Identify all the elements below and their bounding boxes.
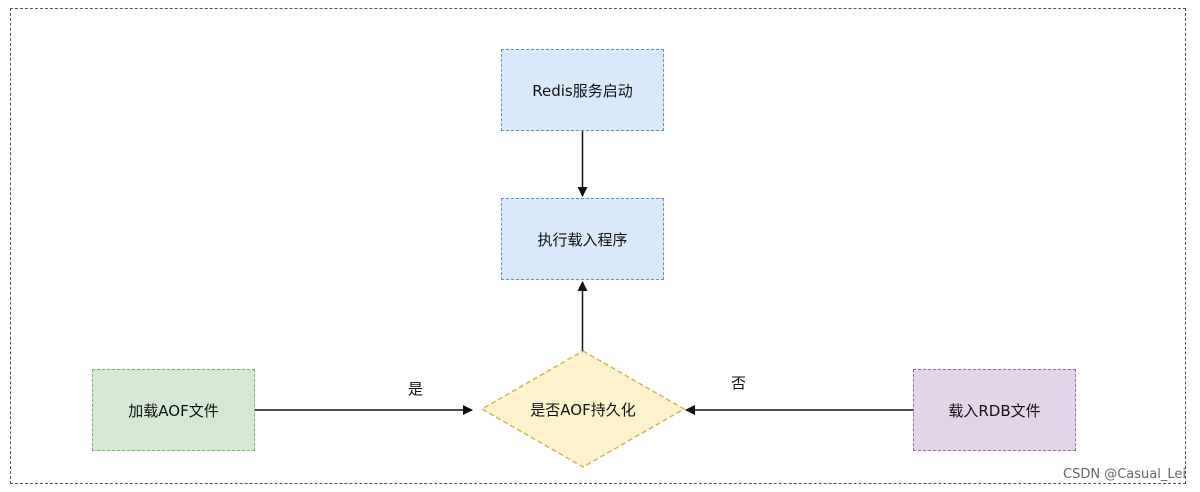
node-load-aof-file-label: 加载AOF文件 <box>128 401 219 420</box>
node-load-rdb-file: 载入RDB文件 <box>913 369 1076 451</box>
node-execute-load-program-label: 执行载入程序 <box>537 230 628 249</box>
decision-diamond <box>480 350 686 468</box>
diagram-border <box>10 8 1186 484</box>
edge-label-no: 否 <box>731 374 747 392</box>
watermark: CSDN @Casual_Lei <box>1063 467 1186 482</box>
node-aof-decision: 是否AOF持久化 <box>482 351 684 467</box>
node-redis-start-label: Redis服务启动 <box>532 81 633 100</box>
node-aof-decision-label: 是否AOF持久化 <box>530 400 636 419</box>
node-load-aof-file: 加载AOF文件 <box>92 369 255 451</box>
node-load-rdb-file-label: 载入RDB文件 <box>948 401 1041 420</box>
node-redis-start: Redis服务启动 <box>501 49 664 131</box>
node-execute-load-program: 执行载入程序 <box>501 198 664 280</box>
edge-label-yes: 是 <box>408 380 424 398</box>
